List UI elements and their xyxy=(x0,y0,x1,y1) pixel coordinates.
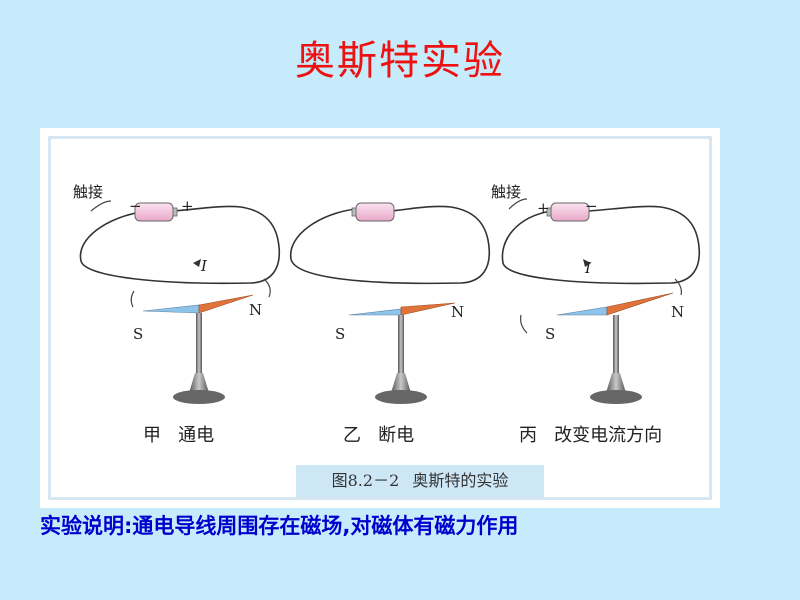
touch-arrow xyxy=(90,200,112,212)
minus-label: − xyxy=(585,197,598,215)
panel-caption-bing: 丙 改变电流方向 xyxy=(519,421,662,447)
experiment-illustration: 触接 − + I S N S N 触接 − + I S N xyxy=(73,183,701,404)
plus-label: + xyxy=(537,199,550,217)
minus-label: − xyxy=(129,197,142,215)
deflect-arrow xyxy=(520,314,528,334)
compass-needle xyxy=(142,294,254,314)
figure-number: 图8.2－2 xyxy=(331,471,400,490)
panel-description: 改变电流方向 xyxy=(554,425,663,446)
experiment-note: 实验说明:通电导线周围存在磁场,对磁体有磁力作用 xyxy=(40,514,519,538)
touch-label: 触接 xyxy=(491,183,521,201)
setup-bing xyxy=(501,198,701,404)
south-label: S xyxy=(133,325,143,343)
current-label: I xyxy=(200,257,208,275)
south-label: S xyxy=(335,325,345,343)
current-arrow xyxy=(583,259,591,267)
wire-loop xyxy=(501,205,701,285)
setup-yi xyxy=(290,202,491,404)
deflect-arrow xyxy=(263,278,271,298)
current-label: I xyxy=(584,259,592,277)
panel-caption-jia: 甲 通电 xyxy=(143,421,214,447)
experiment-figure: 触接 − + I S N S N 触接 − + I S N 甲 通电 乙 断电 … xyxy=(40,128,720,508)
figure-caption-text: 奥斯特的实验 xyxy=(412,471,509,490)
panel-letter: 丙 xyxy=(519,425,537,446)
wire-loop xyxy=(79,205,281,285)
wire-loop xyxy=(290,205,491,285)
needle-stand xyxy=(375,315,427,404)
plus-label: + xyxy=(181,197,194,215)
page-title: 奥斯特实验 xyxy=(295,38,505,84)
battery xyxy=(546,202,590,222)
north-label: N xyxy=(451,303,464,321)
current-arrow xyxy=(193,259,201,267)
south-label: S xyxy=(545,325,555,343)
battery xyxy=(134,202,178,222)
north-label: N xyxy=(671,303,684,321)
touch-label: 触接 xyxy=(73,183,103,201)
touch-arrow xyxy=(508,198,528,210)
panel-letter: 甲 xyxy=(143,425,161,446)
needle-stand xyxy=(590,315,642,404)
compass-needle xyxy=(348,302,456,316)
panel-description: 断电 xyxy=(378,425,415,446)
panel-caption-yi: 乙 断电 xyxy=(343,421,414,447)
needle-stand xyxy=(173,313,225,404)
panel-description: 通电 xyxy=(178,425,215,446)
setup-jia xyxy=(79,200,281,404)
north-label: N xyxy=(249,301,262,319)
figure-caption: 图8.2－2 奥斯特的实验 xyxy=(296,465,544,497)
compass-needle xyxy=(556,292,674,316)
battery xyxy=(351,202,395,222)
panel-letter: 乙 xyxy=(343,425,361,446)
figure-panel: 触接 − + I S N S N 触接 − + I S N 甲 通电 乙 断电 … xyxy=(48,136,712,500)
